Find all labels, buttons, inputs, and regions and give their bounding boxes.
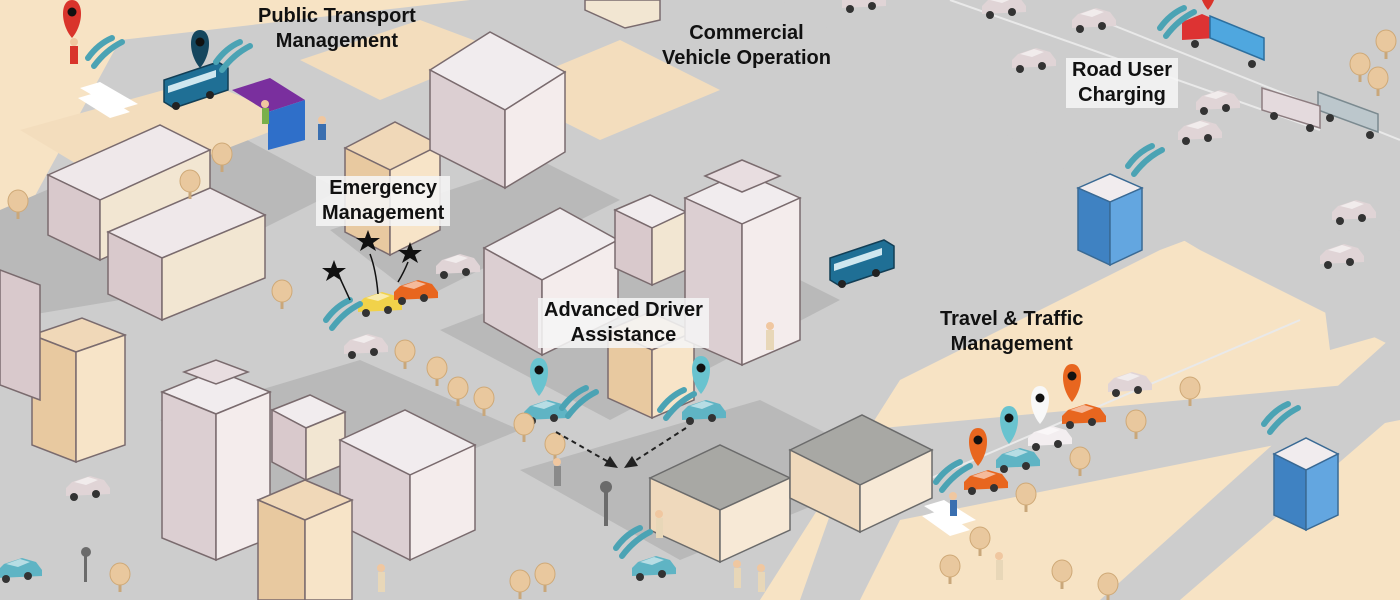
truck-commercial [1182,14,1265,68]
label-adas-line1: Advanced Driver [544,299,703,321]
adas-arrows [555,427,687,465]
building-lowrise-2 [106,187,267,322]
pedestrians [70,38,1003,592]
label-commercial-vehicle-line1: Commercial [689,22,804,44]
label-travel-traffic-management: Travel & Traffic Management [940,307,1083,357]
label-road-user-charging: Road User Charging [1066,58,1179,108]
building-small-center [613,194,688,287]
label-advanced-driver-assistance: Advanced Driver Assistance [538,298,709,348]
rv-vehicle [1261,86,1321,132]
label-public-transport: Public Transport Management [258,4,416,54]
label-travel-traffic-line2: Management [950,333,1073,355]
label-emergency-line1: Emergency [329,177,438,199]
crosswalk-left [78,82,138,118]
glass-tower-lower [1272,437,1340,532]
label-commercial-vehicle-line2: Vehicle Operation [662,47,831,69]
label-emergency-management: Emergency Management [316,176,451,226]
building-edge-left [0,269,41,402]
emergency-stars [322,230,422,301]
label-road-user-charging-line2: Charging [1078,84,1166,106]
shop-building-2 [788,414,934,534]
shop-building-1 [648,444,792,564]
building-tower-center-left [160,359,272,562]
label-adas-line2: Assistance [570,324,677,346]
label-commercial-vehicle: Commercial Vehicle Operation [662,21,831,71]
label-public-transport-line1: Public Transport [258,5,416,27]
bus-shelter [232,78,305,150]
truck-right [1317,90,1379,139]
building-midrise-2 [338,409,477,562]
building-midrise-1 [270,394,347,482]
label-travel-traffic-line1: Travel & Traffic [940,308,1084,330]
label-emergency-line2: Management [322,202,445,224]
label-road-user-charging-line1: Road User [1072,59,1173,81]
building-large-center [428,31,567,190]
building-top-center [584,0,661,29]
adas-arrowheads [604,456,638,468]
label-public-transport-line2: Management [275,30,399,52]
glass-tower-upper [1076,173,1144,267]
traffic-signal [81,481,612,582]
building-yellow-bottom [256,479,354,600]
building-tower-left [29,317,128,464]
